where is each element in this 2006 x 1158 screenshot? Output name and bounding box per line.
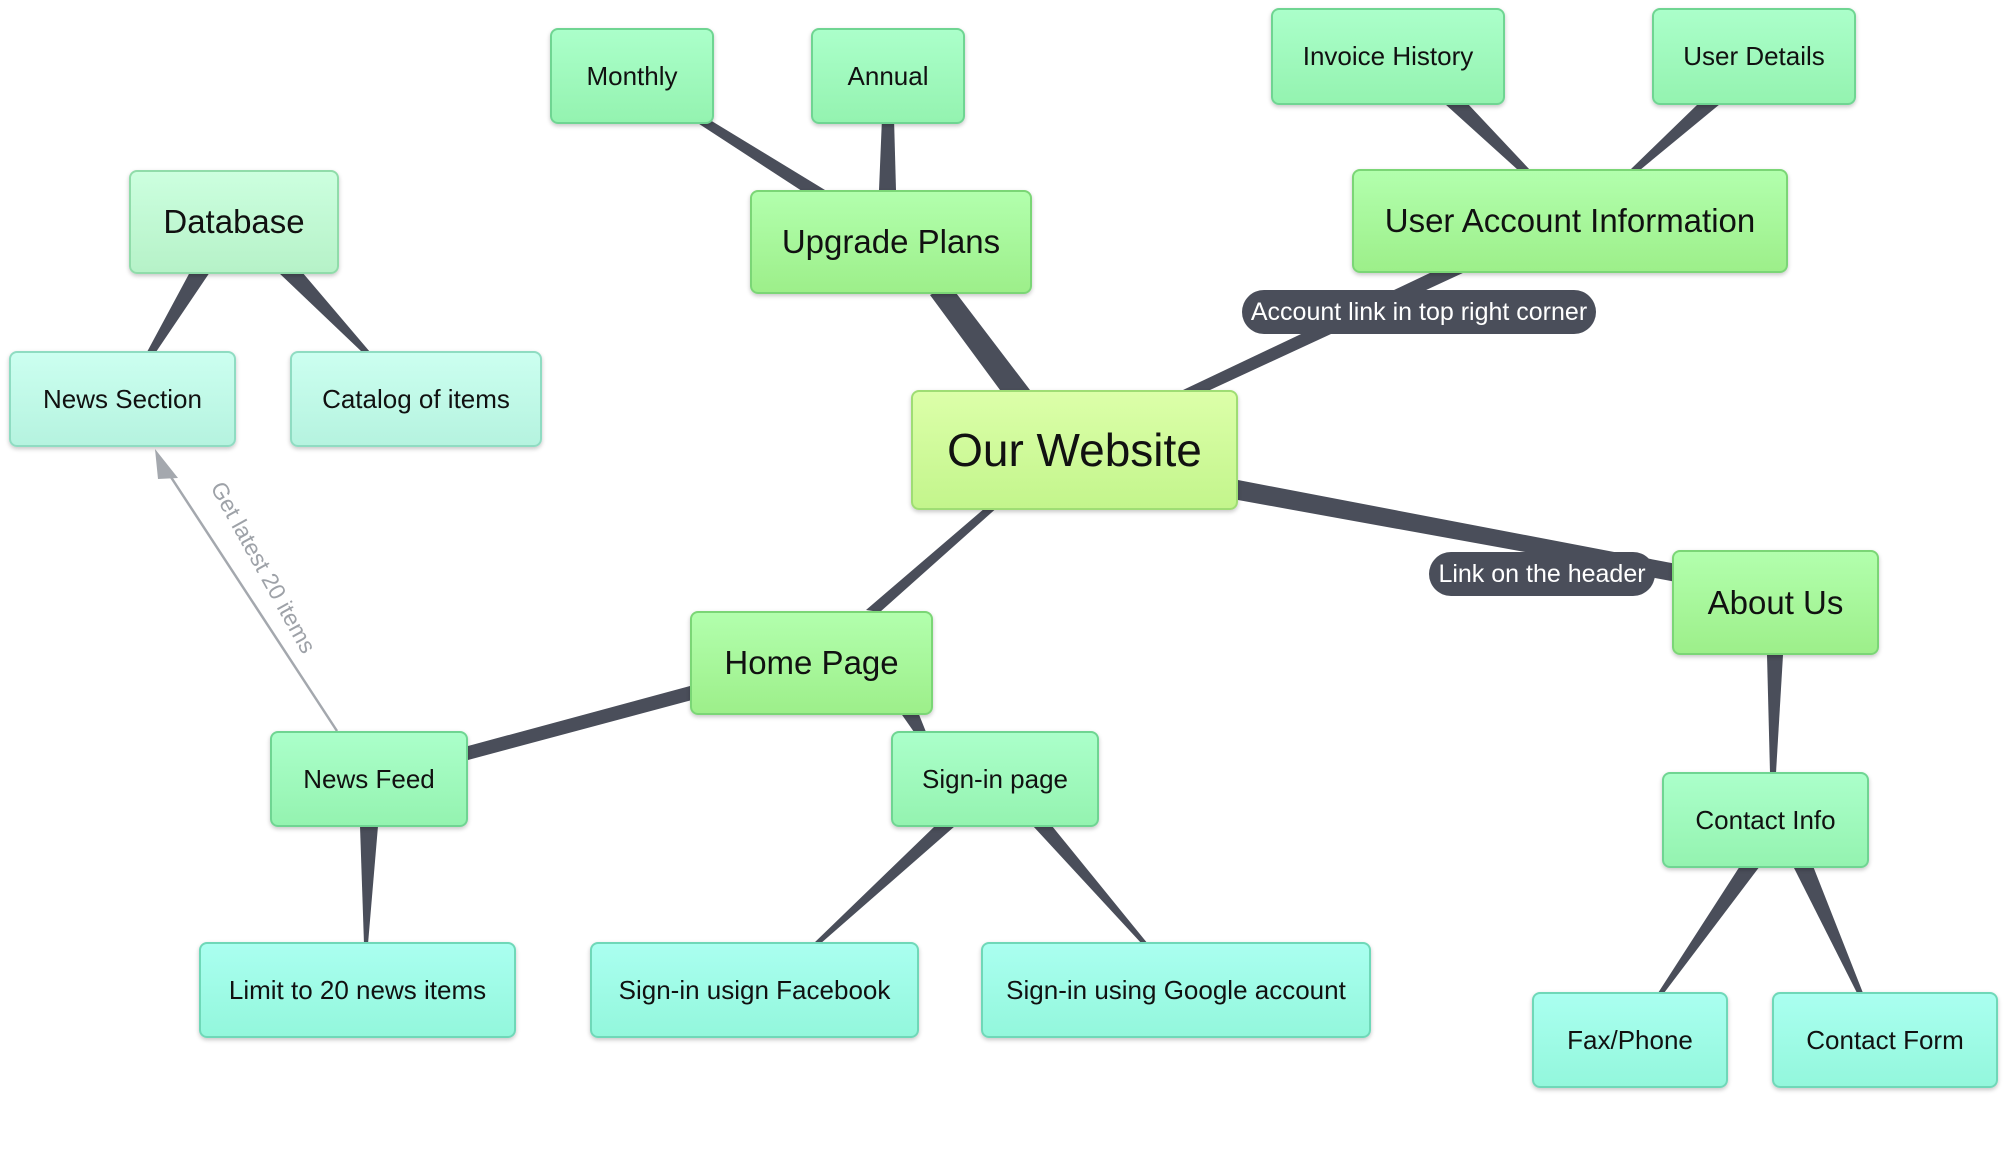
node-home-page[interactable]: Home Page xyxy=(690,611,933,715)
connector-signin-google xyxy=(1033,826,1148,944)
node-signin-page[interactable]: Sign-in page xyxy=(891,731,1099,827)
connector-newsfeed-limit xyxy=(360,826,378,944)
connector-signin-facebook xyxy=(813,826,955,944)
connector-about-contact xyxy=(1767,655,1783,773)
connector-home-newsfeed xyxy=(468,686,692,760)
connector-upgrade-annual xyxy=(879,118,896,190)
node-signin-google[interactable]: Sign-in using Google account xyxy=(981,942,1371,1038)
node-contact-form[interactable]: Contact Form xyxy=(1772,992,1998,1088)
connector-db-news xyxy=(147,272,210,352)
node-invoice-history[interactable]: Invoice History xyxy=(1271,8,1505,105)
node-signin-facebook[interactable]: Sign-in usign Facebook xyxy=(590,942,919,1038)
node-upgrade-plans[interactable]: Upgrade Plans xyxy=(750,190,1032,294)
connector-home-signin xyxy=(900,712,926,732)
node-contact-info[interactable]: Contact Info xyxy=(1662,772,1869,868)
arrowhead-icon xyxy=(155,449,178,479)
connector-contact-fax xyxy=(1658,866,1760,993)
connector-account-invoice xyxy=(1445,104,1530,170)
connector-contact-form xyxy=(1793,866,1863,993)
node-monthly[interactable]: Monthly xyxy=(550,28,714,124)
connector-center-home xyxy=(866,505,1000,612)
node-news-feed[interactable]: News Feed xyxy=(270,731,468,827)
node-news-section[interactable]: News Section xyxy=(9,351,236,447)
connector-db-catalog xyxy=(278,272,370,352)
node-about-us[interactable]: About Us xyxy=(1672,550,1879,655)
node-annual[interactable]: Annual xyxy=(811,28,965,124)
arrow-line xyxy=(163,467,339,732)
reference-arrow xyxy=(155,449,339,732)
label-account-link: Account link in top right corner xyxy=(1242,290,1596,334)
label-header-link: Link on the header xyxy=(1429,552,1655,596)
node-catalog[interactable]: Catalog of items xyxy=(290,351,542,447)
node-database[interactable]: Database xyxy=(129,170,339,274)
node-limit-news[interactable]: Limit to 20 news items xyxy=(199,942,516,1038)
connector-center-upgrade xyxy=(930,285,1030,390)
node-user-account[interactable]: User Account Information xyxy=(1352,169,1788,273)
node-user-details[interactable]: User Details xyxy=(1652,8,1856,105)
connector-upgrade-monthly xyxy=(690,118,825,193)
connector-account-details xyxy=(1630,104,1720,170)
node-fax-phone[interactable]: Fax/Phone xyxy=(1532,992,1728,1088)
center-node[interactable]: Our Website xyxy=(911,390,1238,510)
